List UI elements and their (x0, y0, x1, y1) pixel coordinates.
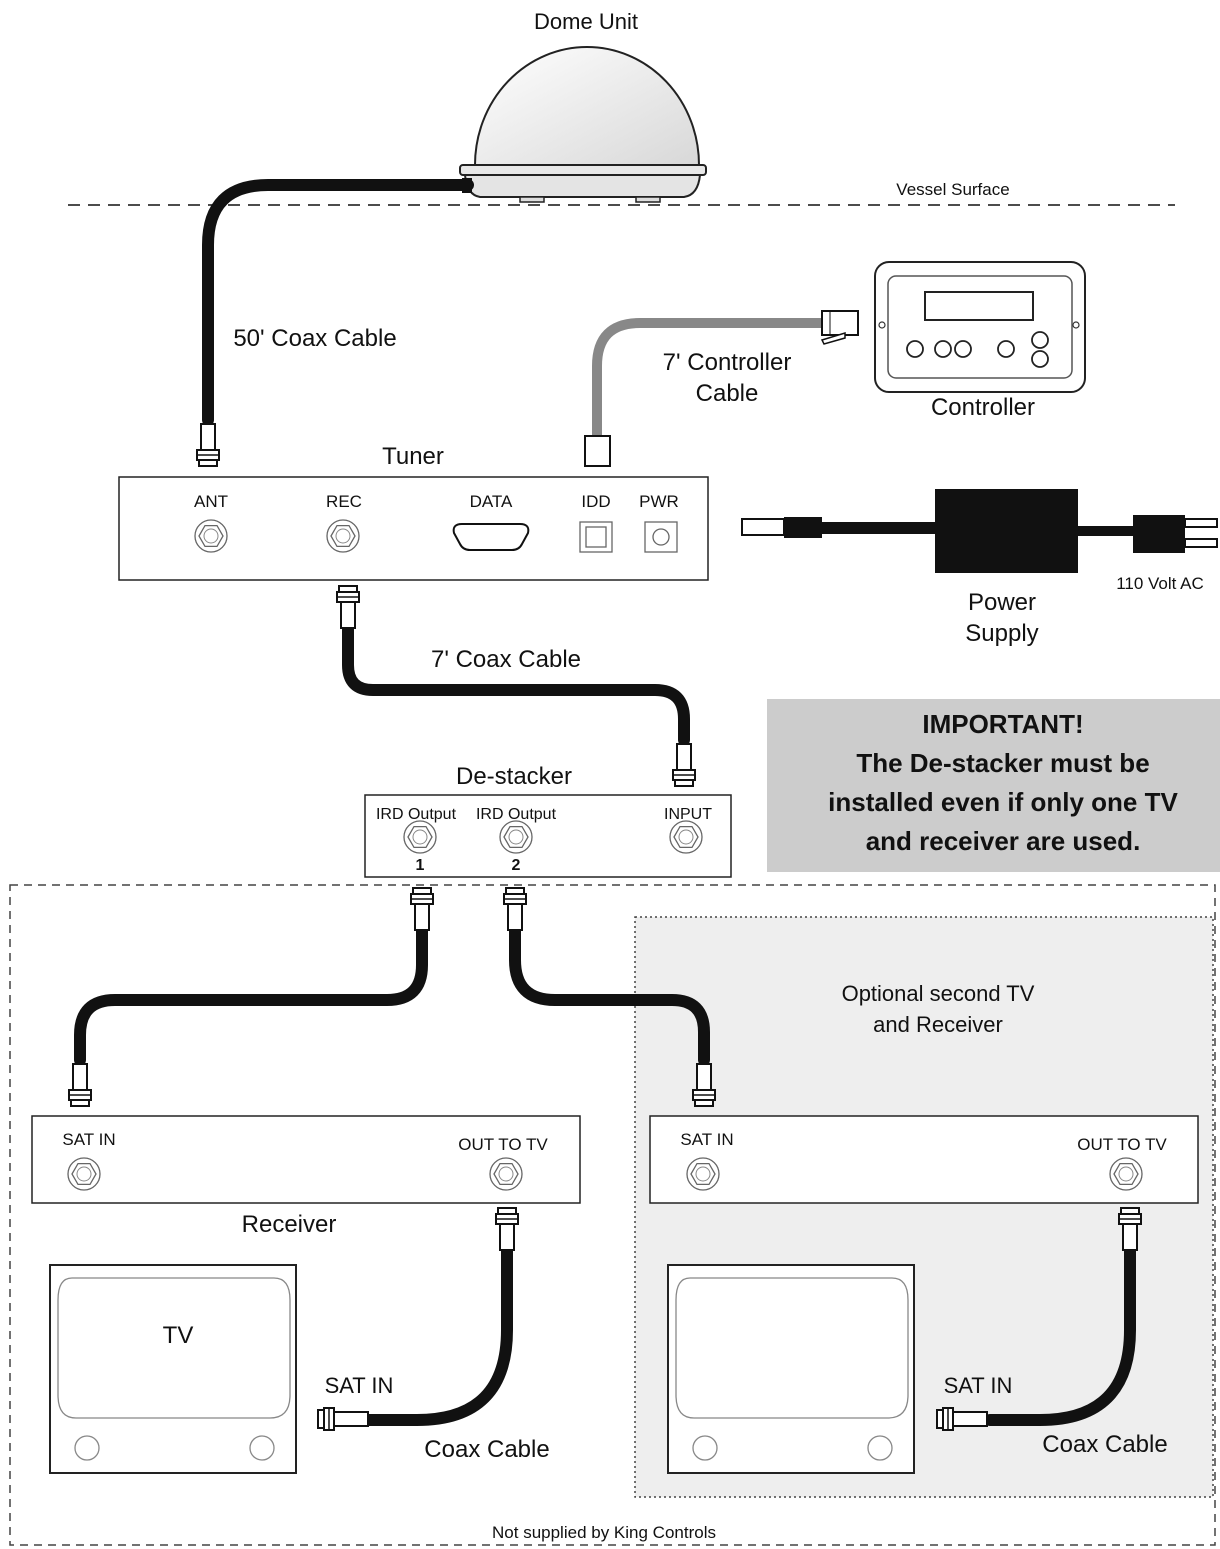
input-port-icon (669, 820, 703, 854)
destacker-ird2-num: 2 (512, 857, 521, 874)
controller-cable (592, 318, 830, 443)
coax-cable-tv1 (359, 1244, 513, 1426)
receiver-out-to-tv-port-icon (489, 1157, 523, 1191)
controller-label: Controller (931, 394, 1035, 421)
important-title: IMPORTANT! (922, 709, 1083, 739)
tv2-icon (667, 1264, 915, 1474)
ant-port-icon (194, 519, 228, 553)
receiver2-out-to-tv-label: OUT TO TV (1077, 1135, 1167, 1154)
ird2-f-connector-icon (503, 887, 527, 931)
coax-cable-50ft (202, 179, 474, 426)
controller-icon (874, 261, 1086, 393)
receiver2-box (649, 1115, 1199, 1204)
coax-cable-tv2-label: Coax Cable (1042, 1431, 1167, 1458)
dome-unit-icon (459, 46, 707, 203)
receiver-out-to-tv-label: OUT TO TV (458, 1135, 548, 1154)
coax-cable-tv1-label: Coax Cable (424, 1436, 549, 1463)
controller-plug-icon (821, 310, 859, 336)
receiver-sat-in-port-icon (67, 1157, 101, 1191)
tuner-port-data-label: DATA (470, 492, 513, 511)
receiver2-sat-in-label: SAT IN (680, 1130, 733, 1149)
footer-label: Not supplied by King Controls (492, 1523, 716, 1542)
tv2-sat-in-label: SAT IN (944, 1373, 1013, 1398)
important-line-1: The De-stacker must be (856, 748, 1149, 778)
receiver-box (31, 1115, 581, 1204)
controller-cable-label-1: 7' Controller (663, 349, 792, 376)
tv-icon (49, 1264, 297, 1474)
idd-plug-icon (584, 435, 611, 467)
receiver-sat-in-f-connector-icon (68, 1063, 92, 1107)
coax-cable-ird1 (74, 924, 428, 1066)
tv-label: TV (163, 1322, 194, 1349)
tuner-label: Tuner (382, 443, 444, 470)
input-f-connector-icon (672, 743, 696, 787)
rec-f-connector-icon (336, 585, 360, 629)
tuner-port-pwr-label: PWR (639, 492, 679, 511)
important-line-2: installed even if only one TV (828, 787, 1178, 817)
receiver2-sat-in-port-icon (686, 1157, 720, 1191)
destacker-ird2-label: IRD Output (476, 806, 557, 823)
tuner-port-rec-label: REC (326, 492, 362, 511)
ird1-f-connector-icon (410, 887, 434, 931)
destacker-input-label: INPUT (664, 806, 712, 823)
ird-output-1-port-icon (403, 820, 437, 854)
tv-sat-in-label: SAT IN (325, 1373, 394, 1398)
coax-cable-tv2 (984, 1244, 1136, 1426)
optional-label-2: and Receiver (873, 1012, 1003, 1037)
receiver2-out-to-tv-port-icon (1109, 1157, 1143, 1191)
tv2-sat-in-f-connector-icon (936, 1407, 988, 1431)
idd-port-icon (579, 521, 613, 553)
coax-7-label: 7' Coax Cable (431, 646, 581, 673)
receiver-label: Receiver (242, 1211, 337, 1238)
tv-sat-in-f-connector-icon (317, 1407, 369, 1431)
dome-unit-label: Dome Unit (534, 9, 638, 34)
destacker-label: De-stacker (456, 763, 572, 790)
destacker-ird1-num: 1 (416, 857, 425, 874)
important-note-box (767, 699, 1220, 872)
power-supply-label-1: Power (968, 589, 1036, 616)
not-supplied-region (9, 884, 1216, 1546)
important-line-3: and receiver are used. (866, 826, 1141, 856)
receiver2-sat-in-f-connector-icon (692, 1063, 716, 1107)
ac-110-label: 110 Volt AC (1116, 574, 1204, 593)
destacker-ird1-label: IRD Output (376, 806, 457, 823)
ird-output-2-port-icon (499, 820, 533, 854)
tuner-port-ant-label: ANT (194, 492, 228, 511)
out-to-tv2-f-connector-icon (1118, 1207, 1142, 1251)
power-supply-icon (741, 489, 1218, 573)
optional-label-1: Optional second TV (842, 981, 1035, 1006)
coax-cable-7ft (342, 624, 690, 746)
data-port-icon (452, 523, 530, 551)
tuner-port-idd-label: IDD (581, 492, 610, 511)
out-to-tv-f-connector-icon (495, 1207, 519, 1251)
receiver-sat-in-label: SAT IN (62, 1130, 115, 1149)
power-supply-label-2: Supply (965, 620, 1038, 647)
controller-cable-label-2: Cable (696, 380, 759, 407)
vessel-surface-label: Vessel Surface (896, 180, 1009, 199)
coax-50-label: 50' Coax Cable (233, 325, 396, 352)
pwr-port-icon (644, 521, 678, 553)
coax-cable-ird2 (509, 924, 710, 1066)
ant-f-connector-icon (196, 423, 220, 467)
rec-port-icon (326, 519, 360, 553)
